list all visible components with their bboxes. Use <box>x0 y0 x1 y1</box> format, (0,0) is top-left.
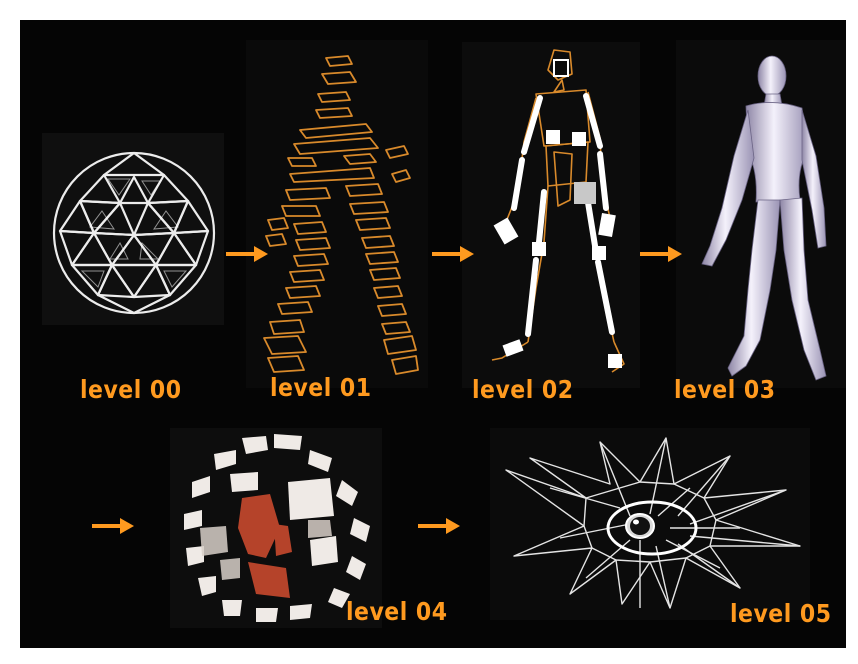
shaded-humanoid-figure-icon <box>676 40 846 388</box>
right-arrow-icon <box>90 514 138 538</box>
level-02-label: level 02 <box>472 376 574 405</box>
level-00-label: level 00 <box>80 376 182 405</box>
level-02-panel <box>462 42 640 388</box>
level-04-label: level 04 <box>346 598 448 627</box>
wireframe-sphere-icon <box>42 133 224 325</box>
levels-illustration: level 00 level 01 level 02 level 03 leve… <box>20 20 846 648</box>
level-00-panel <box>42 133 224 325</box>
right-arrow-icon <box>430 242 478 266</box>
level-05-label: level 05 <box>730 600 832 629</box>
level-03-label: level 03 <box>674 376 776 405</box>
spiky-wireframe-creature-icon <box>490 428 810 620</box>
right-arrow-icon <box>224 242 272 266</box>
sliced-walking-figure-icon <box>246 40 428 388</box>
bone-skeleton-figure-icon <box>462 42 640 388</box>
level-01-label: level 01 <box>270 374 372 403</box>
right-arrow-icon <box>638 242 686 266</box>
right-arrow-icon <box>416 514 464 538</box>
level-01-panel <box>246 40 428 388</box>
level-03-panel <box>676 40 846 388</box>
level-05-panel <box>490 428 810 620</box>
